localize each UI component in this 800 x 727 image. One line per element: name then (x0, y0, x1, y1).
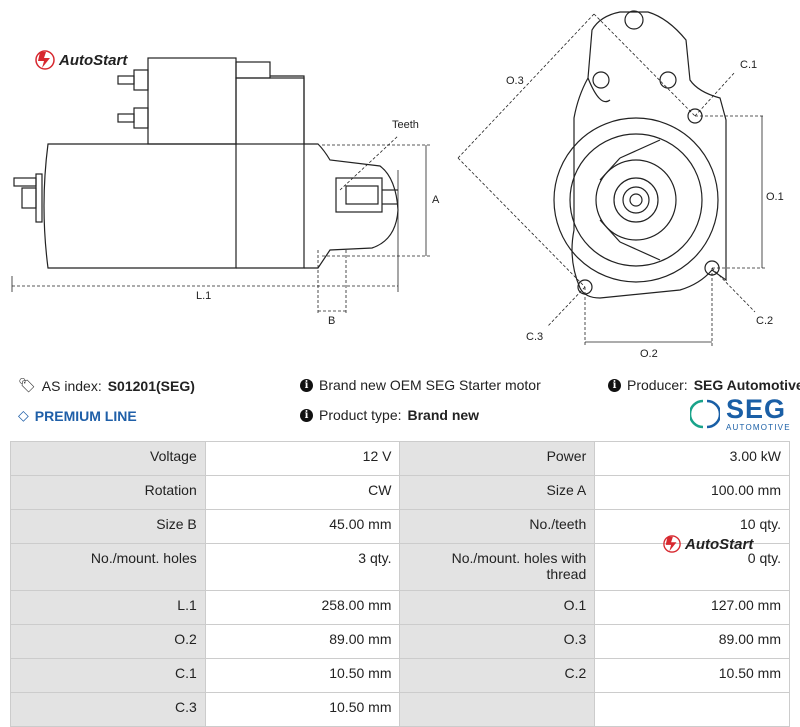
spec-label: No./teeth (399, 509, 596, 544)
description: i Brand new OEM SEG Starter motor (300, 377, 541, 393)
spec-label: Size B (10, 509, 206, 544)
product-type-value: Brand new (407, 407, 480, 423)
spec-value: 12 V (204, 441, 401, 476)
info-icon: i (300, 378, 313, 392)
spec-label: O.3 (399, 624, 596, 659)
seg-logo-icon (690, 399, 720, 429)
producer-value: SEG Automotive (693, 377, 800, 393)
premium-line-label: PREMIUM LINE (34, 407, 137, 424)
spec-value: 258.00 mm (204, 590, 401, 625)
spec-value: 45.00 mm (204, 509, 401, 544)
spec-label: Rotation (10, 475, 206, 510)
spec-label: C.1 (10, 658, 206, 693)
spec-value: 0 qty. (594, 543, 790, 591)
drive-housing (304, 143, 399, 269)
premium-line: ◇ PREMIUM LINE (18, 407, 137, 424)
autostart-logo-icon (663, 535, 681, 553)
dim-o1-label: O.1 (766, 191, 784, 203)
spec-label: Voltage (10, 441, 206, 476)
mount-hole-top (624, 10, 644, 30)
autostart-logo-text: AutoStart (685, 535, 754, 553)
pilot-ring (553, 117, 719, 283)
spec-value: 10.50 mm (594, 658, 790, 693)
spec-value: 3.00 kW (594, 441, 790, 476)
autostart-logo-icon (35, 50, 55, 70)
teeth-label: Teeth (392, 119, 419, 131)
info-icon: i (608, 378, 621, 392)
dim-b-label: B (328, 315, 335, 327)
seg-logo-subtext: AUTOMOTIVE (726, 423, 791, 432)
as-index-value: S01201(SEG) (107, 377, 195, 394)
autostart-logo-text: AutoStart (59, 51, 128, 69)
spec-value: 10.50 mm (204, 658, 401, 693)
spec-value: 10 qty. (594, 509, 790, 544)
spec-value: CW (204, 475, 401, 510)
dim-c2-label: C.2 (756, 315, 773, 327)
autostart-logo: AutoStart (34, 50, 127, 70)
autostart-logo-watermark: AutoStart (662, 535, 753, 553)
spec-label: L.1 (10, 590, 206, 625)
solenoid (147, 57, 237, 145)
spec-label: C.3 (10, 692, 206, 727)
dim-a-label: A (432, 194, 440, 206)
spec-label: Power (399, 441, 596, 476)
product-type: i Product type: Brand new (300, 407, 479, 423)
seg-logo: SEG AUTOMOTIVE (690, 396, 791, 432)
as-index: 🏷︎ AS index: S01201(SEG) (18, 377, 195, 394)
tag-icon: 🏷︎ (18, 377, 36, 393)
description-text: Brand new OEM SEG Starter motor (319, 377, 541, 393)
technical-drawing: Teeth A L.1 B O.3 (11, 10, 784, 360)
producer: i Producer: SEG Automotive (608, 377, 800, 393)
spec-value: 89.00 mm (594, 624, 790, 659)
spec-label: Size A (399, 475, 596, 510)
spec-value: 3 qty. (204, 543, 401, 591)
spec-value (594, 692, 790, 727)
spec-value: 100.00 mm (594, 475, 790, 510)
seg-logo-text: SEG (726, 394, 787, 424)
spec-label: O.2 (10, 624, 206, 659)
diamond-icon: ◇ (18, 407, 29, 423)
producer-label: Producer: (627, 377, 688, 393)
dim-o2-label: O.2 (640, 348, 658, 360)
spec-value: 10.50 mm (204, 692, 401, 727)
spec-label (399, 692, 596, 727)
spec-label: O.1 (399, 590, 596, 625)
info-icon: i (300, 408, 313, 422)
product-type-label: Product type: (319, 407, 402, 423)
spec-label: No./mount. holes with thread (399, 543, 596, 591)
spec-label: No./mount. holes (10, 543, 206, 591)
spec-value: 89.00 mm (204, 624, 401, 659)
motor-body (43, 143, 237, 269)
as-index-label: AS index: (41, 377, 102, 394)
dim-c3-label: C.3 (526, 331, 543, 343)
dim-l1-label: L.1 (196, 290, 211, 302)
dim-o3-label: O.3 (506, 75, 524, 87)
dim-c1-label: C.1 (740, 59, 757, 71)
spec-label: C.2 (399, 658, 596, 693)
spec-value: 127.00 mm (594, 590, 790, 625)
flange-outline (571, 11, 727, 299)
